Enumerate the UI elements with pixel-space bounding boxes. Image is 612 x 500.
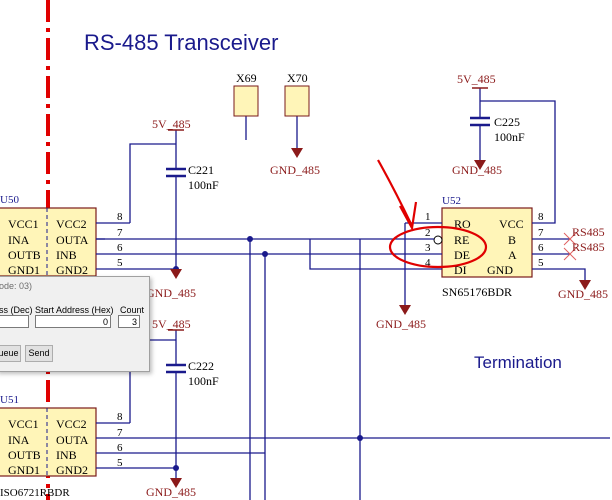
u50-pin-number-7: 7: [117, 227, 123, 239]
dialog-address-dec-label: ss (Dec): [0, 305, 33, 315]
u51-pin-gnd1: GND1: [8, 463, 40, 477]
u51-pin-outb: OUTB: [8, 448, 41, 462]
address-dec-input[interactable]: [0, 315, 29, 328]
u52-pin-ro: RO: [454, 217, 471, 231]
chip-u50: U50 VCC1 INA OUTB GND1 VCC2 OUTA INB GND…: [0, 194, 123, 277]
power-symbols: [168, 87, 488, 331]
testpoint-x70: X70: [284, 71, 310, 117]
c221-value: 100nF: [188, 178, 219, 192]
annotation-arrow: [377, 159, 418, 232]
u51-pin-number-5: 5: [117, 457, 123, 469]
count-input[interactable]: [118, 315, 140, 328]
u51-pin-number-7: 7: [117, 427, 123, 439]
modbus-dialog: ode: 03) ss (Dec) Start Address (Hex) Co…: [0, 276, 150, 372]
u51-pin-ina: INA: [8, 433, 30, 447]
u52-pin-number-3: 3: [425, 242, 431, 254]
u50-pin-outb: OUTB: [8, 248, 41, 262]
u51-pin-number-8: 8: [117, 411, 123, 423]
u52-pin-de: DE: [454, 248, 470, 262]
u51-pin-vcc1: VCC1: [8, 417, 39, 431]
no-connect-marks: [563, 232, 577, 261]
v5-label-u50: 5V_485: [152, 117, 191, 131]
u52-pin-number-1: 1: [425, 211, 431, 223]
u52-pin-number-5: 5: [538, 257, 544, 269]
u51-pin-vcc2: VCC2: [56, 417, 87, 431]
gnd-label-u50: GND_485: [146, 286, 196, 300]
gnd-label-ro: GND_485: [376, 317, 426, 331]
send-button[interactable]: Send: [25, 345, 53, 362]
c222-value: 100nF: [188, 374, 219, 388]
u51-pin-gnd2: GND2: [56, 463, 88, 477]
u50-pin-vcc1: VCC1: [8, 217, 39, 231]
dialog-start-address-label: Start Address (Hex): [35, 305, 114, 315]
dialog-title: ode: 03): [0, 281, 33, 291]
u51-pin-inb: INB: [56, 448, 77, 462]
gnd-label-x70: GND_485: [270, 163, 320, 177]
net-rs485-a: RS485: [572, 240, 605, 254]
u52-part: SN65176BDR: [442, 285, 512, 299]
dialog-count-label: Count: [120, 305, 145, 315]
u52-pin-gnd: GND: [487, 263, 513, 277]
u51-pin-outa: OUTA: [56, 433, 89, 447]
queue-button[interactable]: ueue: [0, 345, 21, 362]
u52-pin-number-7: 7: [538, 227, 544, 239]
u52-pin-number-2: 2: [425, 227, 431, 239]
svg-text:X70: X70: [287, 71, 308, 85]
net-rs485-b: RS485: [572, 225, 605, 239]
annotation-ellipse: [388, 225, 488, 269]
chip-u51: U51 VCC1 INA OUTB GND1 VCC2 OUTA INB GND…: [0, 394, 123, 499]
u50-pin-inb: INB: [56, 248, 77, 262]
v5-label-u52: 5V_485: [457, 72, 496, 86]
u50-pin-gnd2: GND2: [56, 263, 88, 277]
u50-pin-ina: INA: [8, 233, 30, 247]
svg-text:X69: X69: [236, 71, 257, 85]
c221-ref: C221: [188, 163, 214, 177]
u51-part: ISO6721RBDR: [0, 487, 70, 499]
u52-pin-re: RE: [454, 233, 469, 247]
c225-value: 100nF: [494, 130, 525, 144]
c222-ref: C222: [188, 359, 214, 373]
u50-pin-outa: OUTA: [56, 233, 89, 247]
u50-pin-number-8: 8: [117, 211, 123, 223]
u52-pin-number-4: 4: [425, 257, 431, 269]
junctions: [173, 236, 363, 471]
gnd-label-c225: GND_485: [452, 163, 502, 177]
gnd-label-u52: GND_485: [558, 287, 608, 301]
ground-symbols: [170, 148, 591, 488]
u50-pin-number-6: 6: [117, 242, 123, 254]
u52-pin-number-6: 6: [538, 242, 544, 254]
u52-pin-number-8: 8: [538, 211, 544, 223]
start-address-input[interactable]: [35, 315, 111, 328]
re-inversion-bubble: [433, 235, 443, 245]
schematic-title: RS-485 Transceiver: [84, 30, 278, 55]
u52-pin-b: B: [508, 233, 516, 247]
c225-ref: C225: [494, 115, 520, 129]
termination-label: Termination: [474, 353, 562, 372]
u52-pin-vcc: VCC: [499, 217, 524, 231]
gnd-label-u51: GND_485: [146, 485, 196, 499]
u51-pin-number-6: 6: [117, 442, 123, 454]
u52-ref: U52: [442, 195, 461, 207]
u50-pin-number-5: 5: [117, 257, 123, 269]
testpoint-x69: X69: [233, 71, 259, 117]
v5-label-u51: 5V_485: [152, 317, 191, 331]
chip-u52: U52 RO RE DE DI VCC B A GND 1 2 3 4 8 7 …: [425, 195, 544, 299]
u52-pin-a: A: [508, 248, 517, 262]
u51-ref: U51: [0, 394, 19, 406]
u50-pin-vcc2: VCC2: [56, 217, 87, 231]
u50-pin-gnd1: GND1: [8, 263, 40, 277]
capacitor-plates: [166, 116, 490, 374]
u50-ref: U50: [0, 194, 19, 206]
